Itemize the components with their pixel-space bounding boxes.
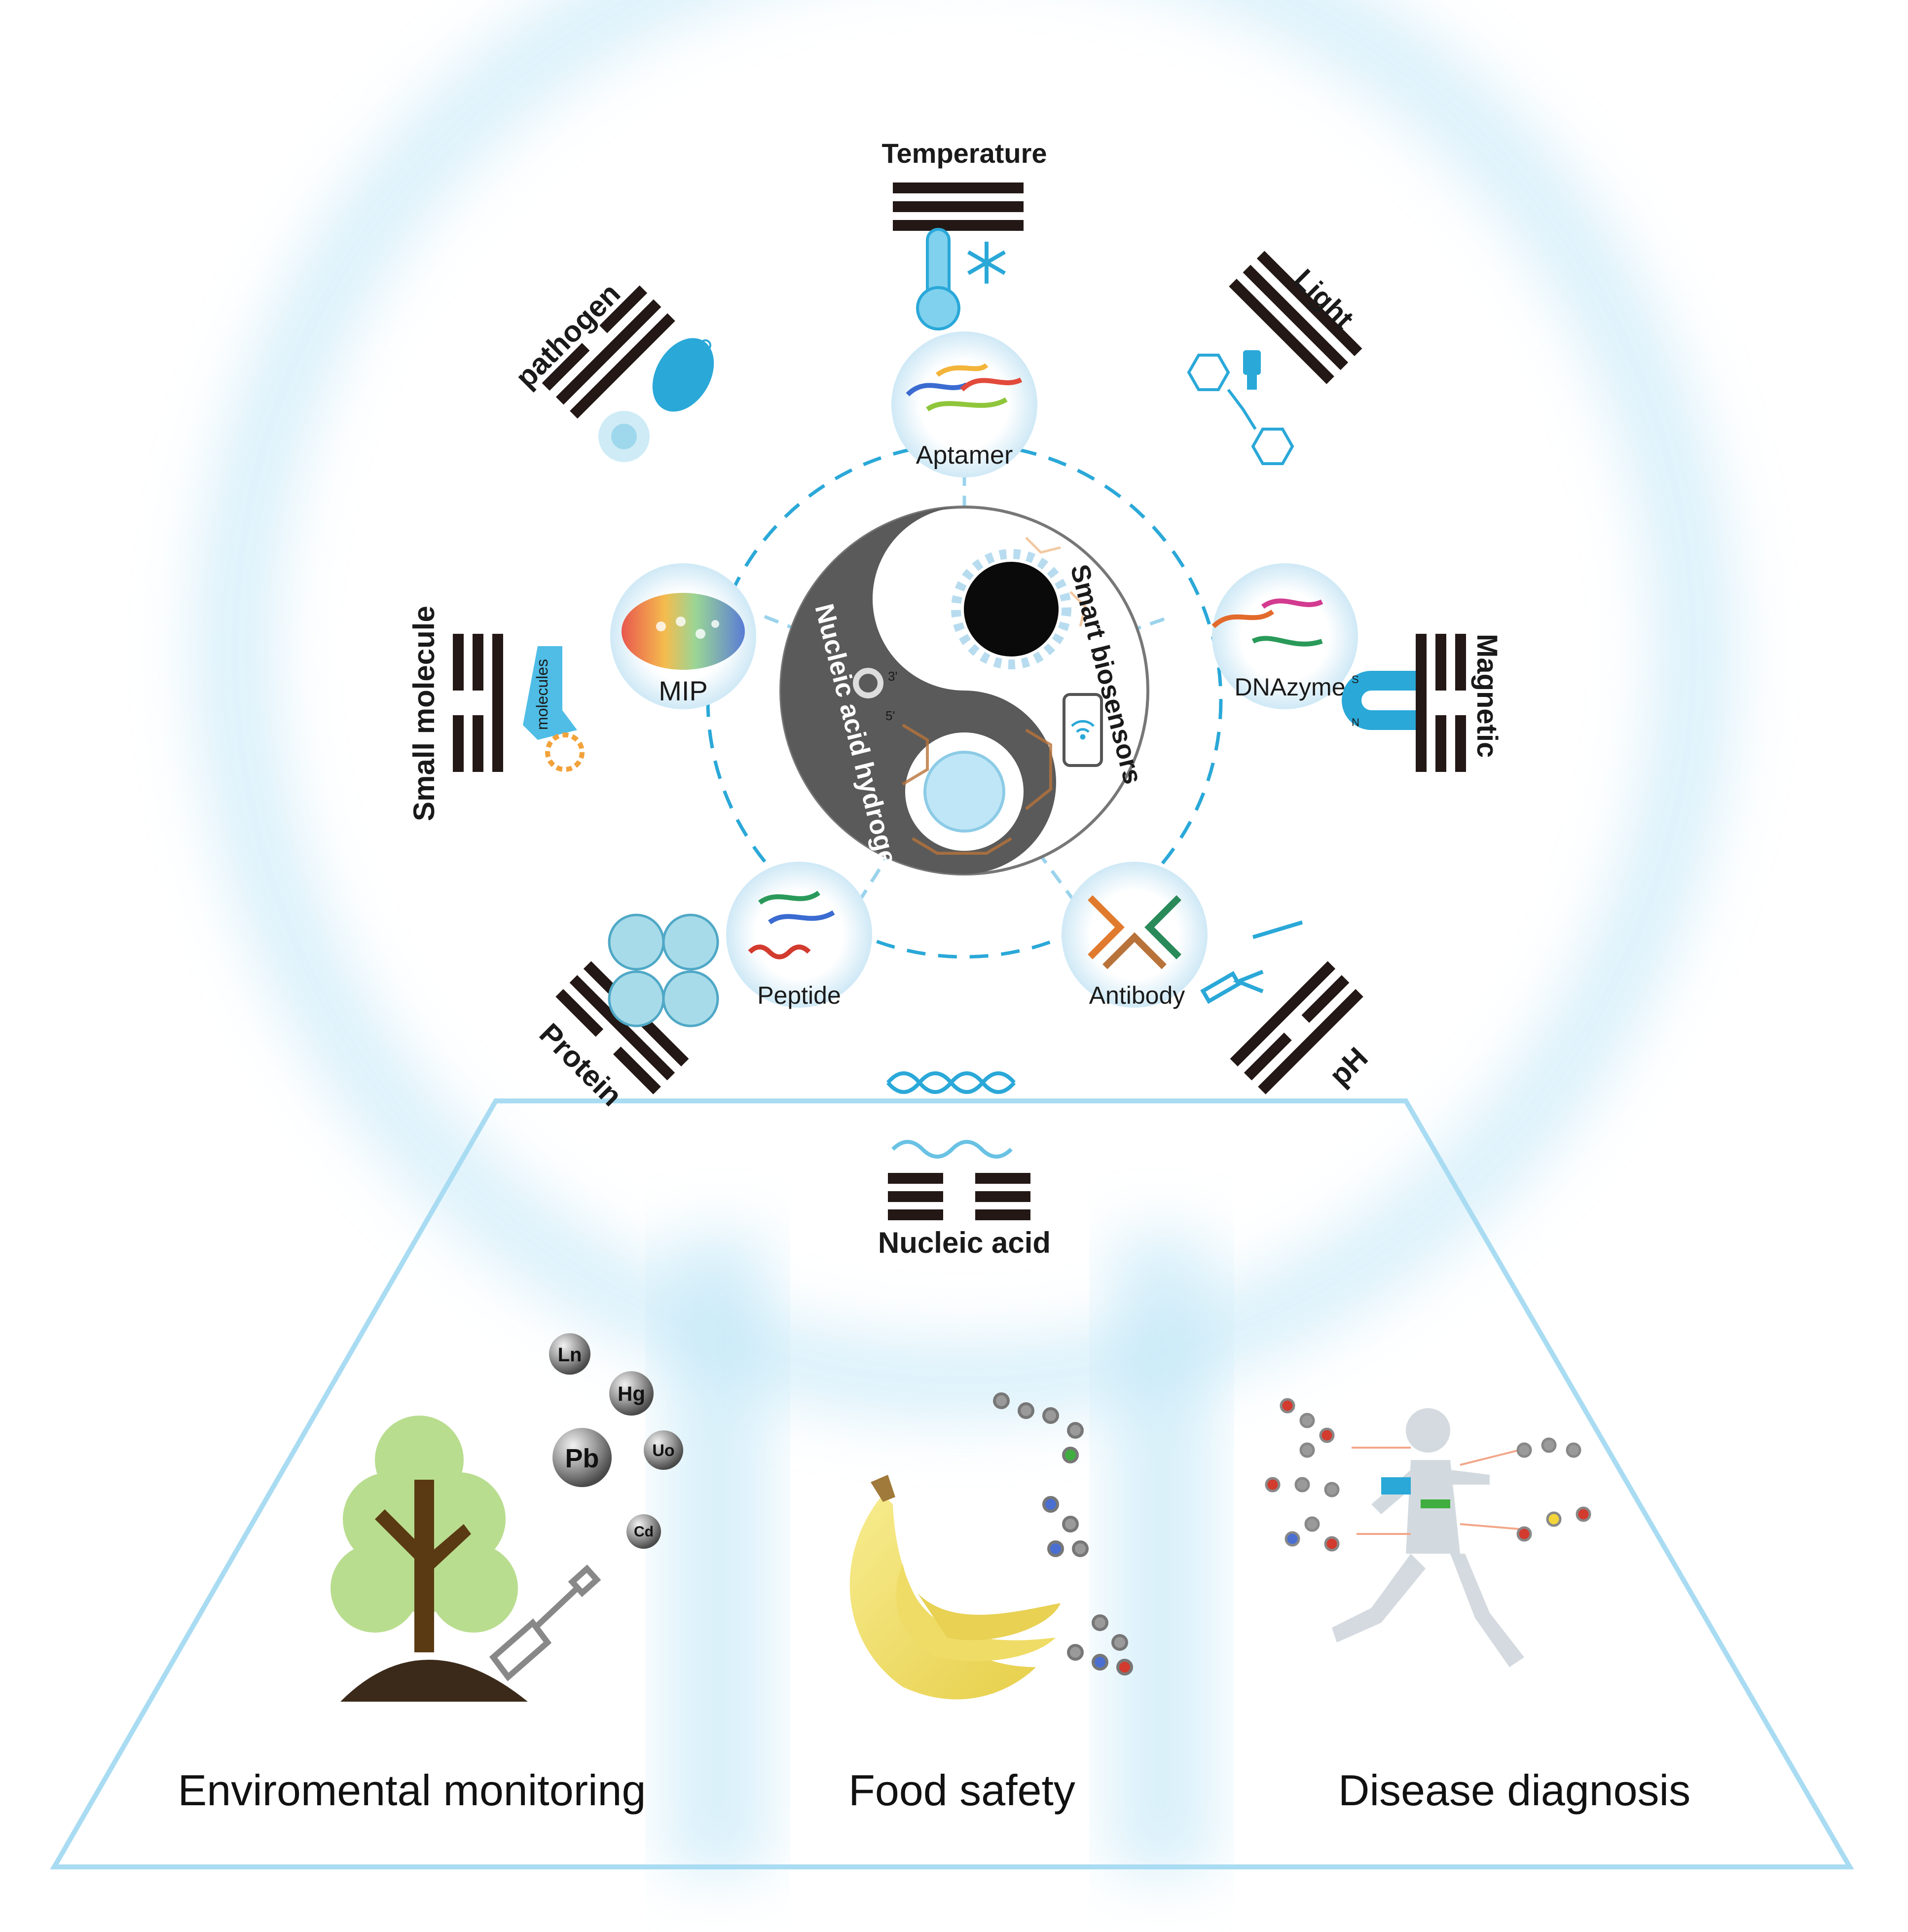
snowflake-icon xyxy=(967,242,1006,284)
black-pore xyxy=(964,562,1059,656)
dna-helix-icon xyxy=(886,1071,1016,1159)
disease-panel: Disease diagnosis xyxy=(1265,1398,1690,1815)
trigram-magnetic xyxy=(1416,634,1466,772)
light-stimulus: Light xyxy=(1187,251,1362,465)
thermometer-icon xyxy=(916,228,960,330)
ion-uo: Uo xyxy=(652,1441,674,1460)
yin-yang-center: 3' 5' Nucleic acid hydrogel Smart biosen… xyxy=(779,506,1149,875)
application-trapezoid xyxy=(50,1098,1854,1869)
peptide-label: Peptide xyxy=(757,982,841,1009)
magnet-n-label: N xyxy=(1352,716,1359,729)
temperature-label: Temperature xyxy=(881,138,1047,169)
trigram-ph xyxy=(1230,961,1363,1094)
ion-pb: Pb xyxy=(565,1444,599,1473)
dnazyme-label: DNAzyme xyxy=(1234,673,1345,701)
background-glow xyxy=(192,0,1736,1874)
azobenzene-icon xyxy=(1187,354,1294,465)
ph-stimulus: pH xyxy=(1200,920,1374,1094)
antibody-label: Antibody xyxy=(1089,982,1185,1009)
phone-icon xyxy=(1063,693,1103,767)
ion-hg: Hg xyxy=(618,1382,645,1405)
nucleic-acid-label: Nucleic acid xyxy=(878,1226,1051,1259)
disease-label: Disease diagnosis xyxy=(1338,1766,1690,1815)
protein-cluster-icon xyxy=(608,913,719,1027)
ion-ln: Ln xyxy=(558,1344,582,1366)
protein-stimulus: Protein xyxy=(533,913,719,1113)
flashlight-icon xyxy=(1243,350,1261,390)
food-panel: Food safety xyxy=(848,1392,1133,1815)
nucleic-acid-stimulus: Nucleic acid xyxy=(878,1071,1051,1259)
magnet-icon: S N xyxy=(1342,671,1416,730)
protein-label: Protein xyxy=(533,1017,629,1113)
aptamer-label: Aptamer xyxy=(916,441,1013,470)
connector-lines-disease xyxy=(1352,1447,1520,1535)
magnet-s-label: S xyxy=(1352,673,1359,686)
small-molecule-label: Small molecule xyxy=(407,606,440,821)
strand-label-3: 3' xyxy=(888,669,897,684)
sensor-patches xyxy=(1381,1477,1450,1508)
trigram-temperature xyxy=(893,182,1024,231)
pathogen-stimulus: pathogen xyxy=(509,277,714,462)
trigram-pathogen xyxy=(542,285,675,419)
mip-unit: MIP xyxy=(610,563,756,709)
dnazyme-unit: DNAzyme xyxy=(1211,563,1358,709)
shovel-icon xyxy=(489,1564,601,1681)
small-molecule-stimulus: Small molecule molecules xyxy=(407,606,585,821)
wifi-icon xyxy=(1071,720,1095,740)
magnetic-stimulus: Magnetic S N xyxy=(1342,634,1503,772)
molecule-structures-disease xyxy=(1265,1398,1591,1552)
food-label: Food safety xyxy=(848,1766,1075,1815)
molecule-binder-icon xyxy=(523,646,585,772)
hydrogel-blob xyxy=(923,751,1005,833)
runner-icon xyxy=(1332,1408,1524,1667)
temperature-stimulus: Temperature xyxy=(881,138,1047,330)
bacteria-icon xyxy=(652,338,714,412)
ph-dna-icons xyxy=(1200,920,1303,1004)
ion-cd: Cd xyxy=(634,1524,654,1540)
molecules-label: molecules xyxy=(533,659,551,730)
ph-label: pH xyxy=(1323,1041,1374,1092)
antibody-unit: Antibody xyxy=(1062,862,1208,1009)
trigram-light xyxy=(1229,251,1362,384)
molecule-structures-food xyxy=(993,1392,1133,1676)
banana-icon xyxy=(849,1475,1061,1700)
ion-balls: Ln Hg Pb Uo Cd xyxy=(549,1333,683,1549)
environmental-label: Enviromental monitoring xyxy=(178,1766,646,1815)
tree-icon xyxy=(330,1416,528,1702)
trigram-nucleic-acid xyxy=(888,1173,1030,1220)
environmental-panel: Ln Hg Pb Uo Cd Enviromental monitoring xyxy=(178,1333,683,1815)
aptamer-unit: Aptamer xyxy=(891,331,1037,477)
virus-icon xyxy=(598,411,650,462)
strand-label-5: 5' xyxy=(885,708,895,723)
peptide-unit: Peptide xyxy=(726,862,872,1009)
trigram-small-molecule xyxy=(453,634,503,772)
mip-label: MIP xyxy=(659,675,708,706)
magnetic-label: Magnetic xyxy=(1471,634,1503,758)
